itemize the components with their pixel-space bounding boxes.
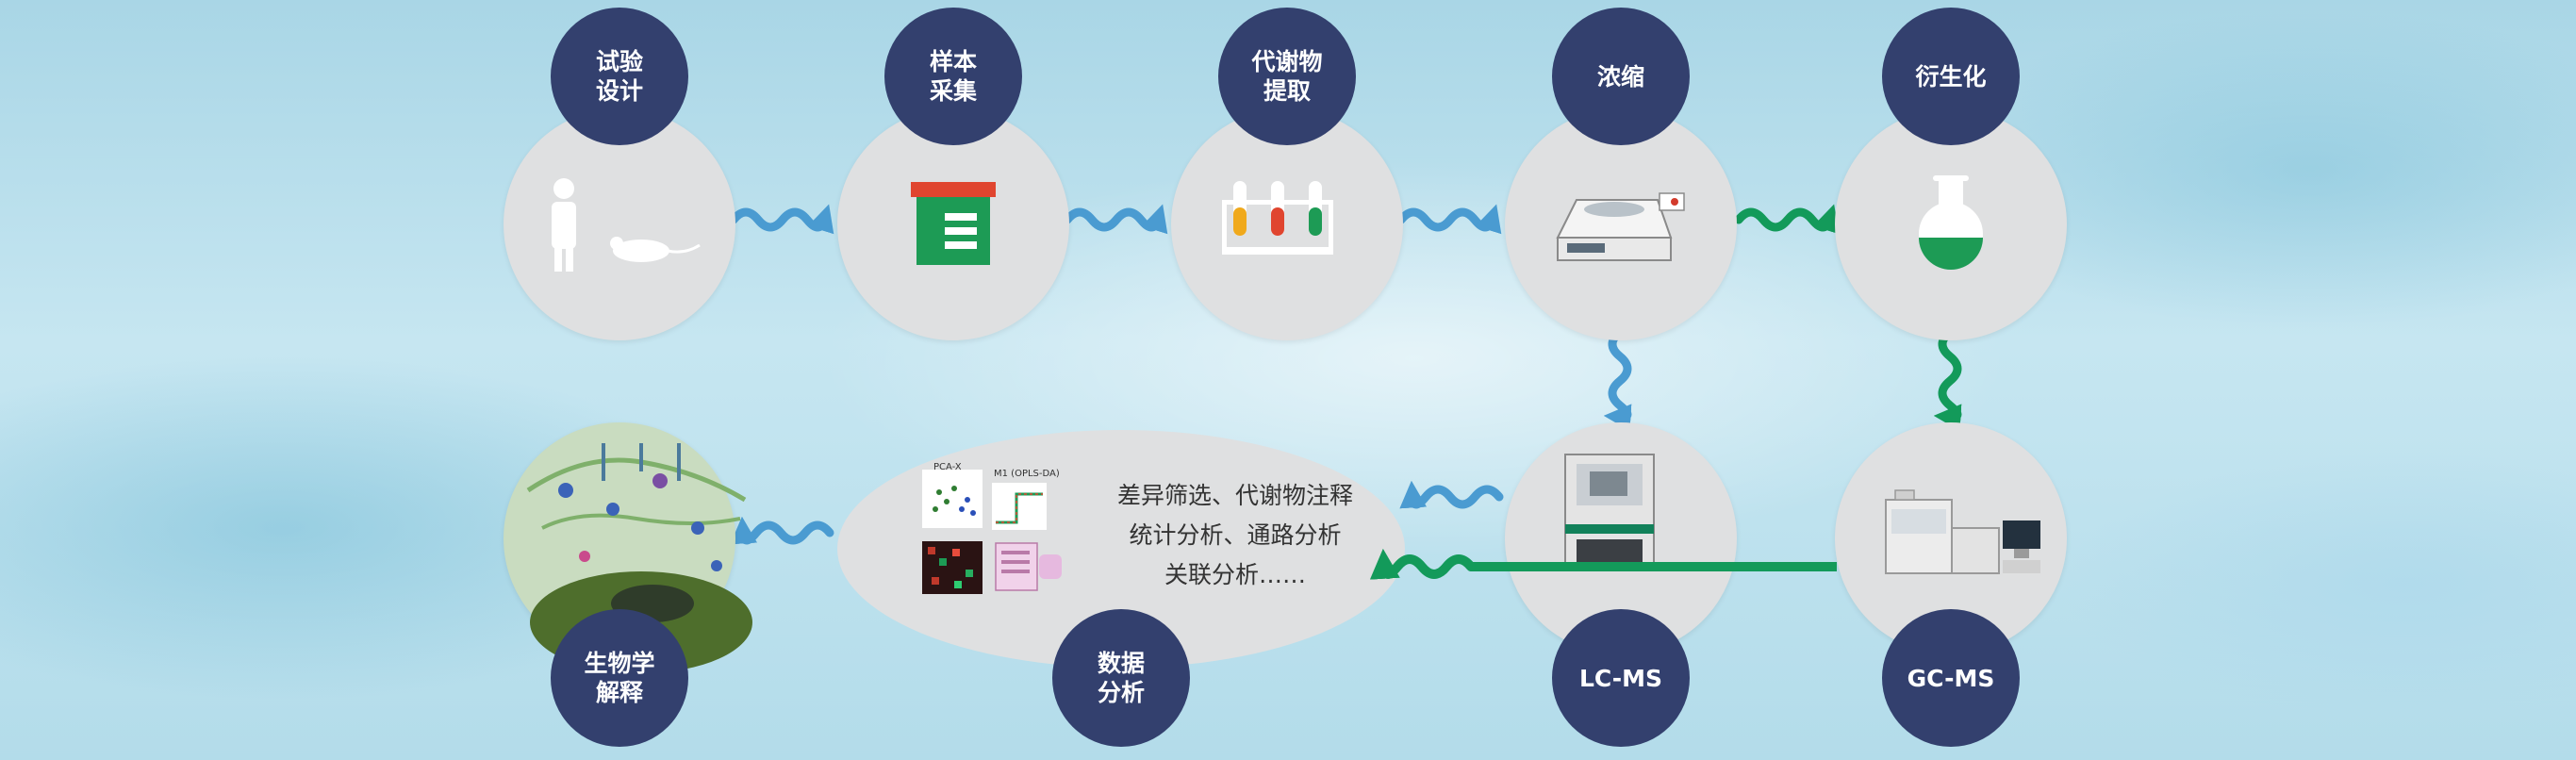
circle-metabolite-extraction [1171,108,1403,340]
sample-container-icon [911,182,996,265]
arrow-lcms-to-data-analysis [1399,480,1504,509]
arrow-extraction-to-concentration [1396,204,1502,235]
analysis-line-2: 统计分析、通路分析 [1129,521,1342,549]
lc-ms-instrument-icon [1564,454,1655,569]
circle-experiment-design [504,108,735,340]
analysis-line-3: 关联分析…… [1164,561,1306,588]
flask-icon [1919,175,1983,270]
arrow-gcms-to-data-analysis [1369,548,1476,580]
arrow-derivatization-to-gcms [1933,327,1962,432]
label-metabolite-extraction: 代谢物 提取 [1218,8,1356,145]
plot-label-pca: PCA-X [933,462,962,472]
data-analysis-description: 差异筛选、代谢物注释 统计分析、通路分析 关联分析…… [1094,476,1377,595]
arrow-concentration-to-derivatization [1734,204,1840,235]
arrow-concentration-to-lcms [1603,327,1632,432]
label-derivatization: 衍生化 [1882,8,2020,145]
arrow-design-to-sample [729,204,834,235]
label-gc-ms: GC-MS [1882,609,2020,747]
analysis-plots-icon: PCA-X M1 (OPLS-DA) [922,462,1062,594]
gc-ms-instrument-icon [1885,489,2040,574]
label-sample-collection: 样本 采集 [884,8,1022,145]
arrow-sample-to-extraction [1063,204,1168,235]
label-lc-ms: LC-MS [1552,609,1690,747]
label-concentration: 浓缩 [1552,8,1690,145]
label-data-analysis: 数据 分析 [1052,609,1190,747]
label-experiment-design: 试验 设计 [551,8,688,145]
analysis-line-1: 差异筛选、代谢物注释 [1116,482,1353,509]
arrow-data-analysis-to-interpretation [730,516,834,545]
test-tubes-icon [1222,181,1333,255]
label-biological-interpretation: 生物学 解释 [551,609,688,747]
plot-label-oplsda: M1 (OPLS-DA) [994,469,1060,479]
centrifuge-concentrator-icon [1556,192,1685,261]
human-and-mouse-icon [552,178,701,272]
